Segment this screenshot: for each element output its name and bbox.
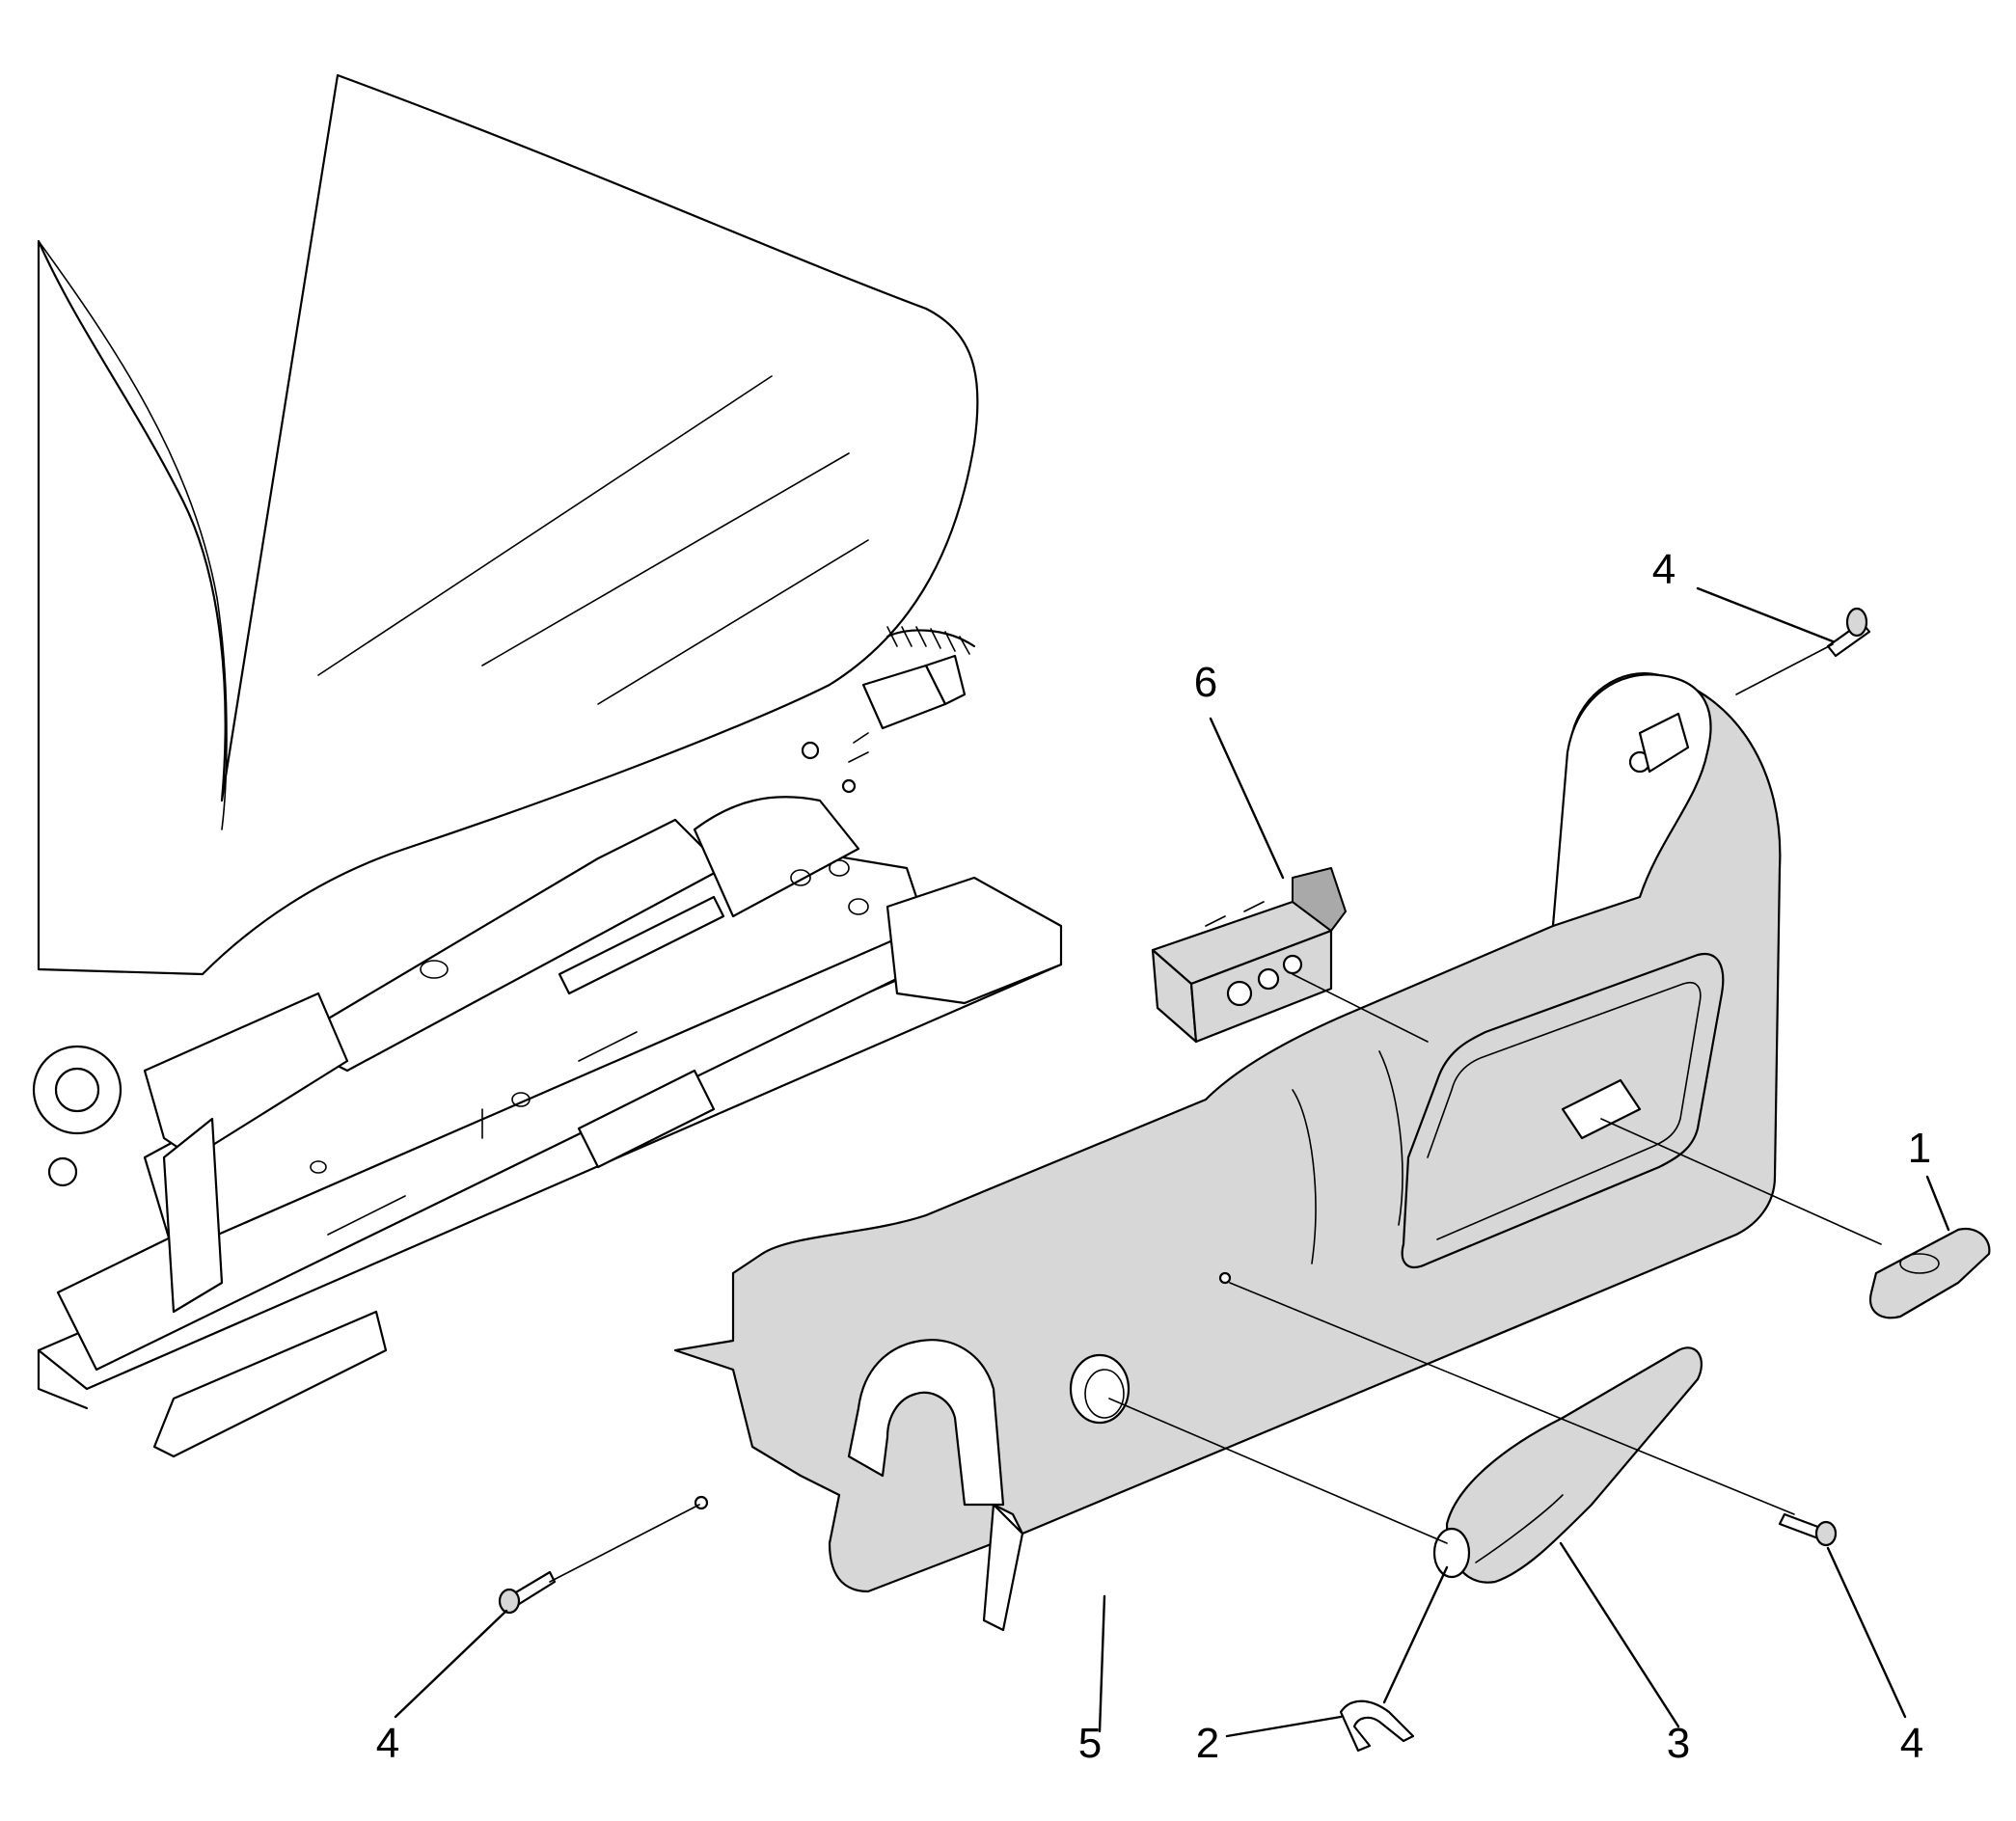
seat-track-frame xyxy=(32,796,1063,1458)
seat-side-trim-panel xyxy=(673,672,1782,1632)
callout-5: 5 xyxy=(1078,1720,1102,1767)
leader-lines xyxy=(394,586,1950,1738)
retainer-clip xyxy=(1339,1699,1415,1753)
adjuster-knob xyxy=(1868,1227,1991,1319)
callout-1: 1 xyxy=(1908,1125,1931,1172)
screw-left xyxy=(498,1570,557,1615)
assembly-lines xyxy=(549,643,1882,1583)
seat-cushion xyxy=(37,73,979,976)
screw-right xyxy=(1778,1512,1838,1547)
callout-2: 2 xyxy=(1196,1720,1219,1767)
callout-4-left: 4 xyxy=(376,1720,399,1767)
callout-6: 6 xyxy=(1194,659,1217,706)
seat-adjuster-switch xyxy=(1151,867,1347,1044)
screw-top xyxy=(1826,607,1871,658)
callout-labels: 4 6 1 4 5 2 3 4 xyxy=(376,546,1931,1767)
wire-harness-connector xyxy=(801,626,976,794)
callout-4-right: 4 xyxy=(1900,1720,1923,1767)
callout-4-top: 4 xyxy=(1652,546,1675,593)
callout-3: 3 xyxy=(1667,1720,1690,1767)
